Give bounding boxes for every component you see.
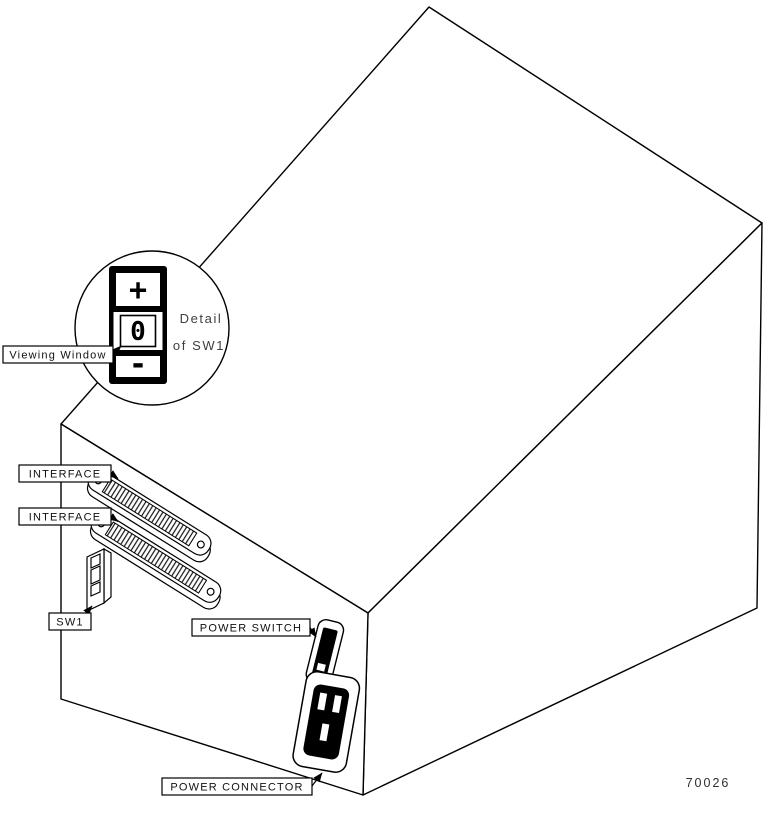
detail-caption-line2: of SW1 bbox=[173, 338, 225, 353]
power-connector-pin bbox=[319, 723, 330, 742]
label-interface-bottom: INTERFACE bbox=[18, 507, 119, 526]
label-power-connector: POWER CONNECTOR bbox=[161, 772, 323, 796]
detail-zero-glyph: 0 bbox=[130, 317, 146, 347]
interface-top-leader bbox=[108, 470, 119, 479]
power-switch-leader bbox=[307, 627, 317, 638]
viewing-window-box bbox=[2, 345, 114, 364]
sw1-minus-button bbox=[90, 581, 101, 597]
interface-bottom-box bbox=[18, 507, 112, 526]
sw1-switch bbox=[86, 547, 112, 612]
interface-top-label: INTERFACE bbox=[29, 469, 102, 481]
power-connector bbox=[292, 670, 361, 773]
sw1-label: SW1 bbox=[56, 617, 83, 629]
label-interface-top: INTERFACE bbox=[18, 464, 119, 483]
interface-connector-top bbox=[86, 469, 212, 563]
figure-number: 70026 bbox=[686, 776, 731, 790]
detail-minus-glyph: - bbox=[129, 347, 147, 382]
power-switch-box bbox=[191, 618, 311, 637]
interface-connector-bottom bbox=[89, 512, 222, 610]
viewing-window-leader bbox=[111, 345, 122, 356]
detail-plus-cell bbox=[116, 273, 160, 306]
detail-caption-line1: Detail bbox=[180, 311, 223, 326]
label-viewing-window: Viewing Window bbox=[2, 345, 122, 364]
sw1-detail-callout: + 0 - Detail of SW1 bbox=[74, 250, 230, 406]
power-switch-label: POWER SWITCH bbox=[200, 623, 302, 635]
label-sw1: SW1 bbox=[48, 605, 93, 631]
connector-screw-hole bbox=[206, 587, 215, 596]
sw1-window bbox=[90, 565, 101, 585]
sw1-side-face bbox=[103, 547, 112, 605]
connector-pin-field bbox=[104, 521, 208, 594]
sw1-leader bbox=[83, 605, 93, 616]
power-connector-box bbox=[161, 777, 313, 796]
power-switch-notch bbox=[316, 662, 326, 672]
detail-minus-cell bbox=[116, 356, 160, 377]
power-connector-label: POWER CONNECTOR bbox=[170, 782, 303, 794]
interface-top-box bbox=[18, 464, 112, 483]
sw1-plus-button bbox=[90, 553, 101, 569]
power-connector-pin bbox=[332, 695, 342, 714]
power-connector-pin bbox=[317, 692, 328, 711]
connector-pin-field bbox=[101, 478, 198, 547]
viewing-window-label: Viewing Window bbox=[9, 350, 106, 362]
connector-screw-hole bbox=[196, 540, 205, 549]
label-power-switch: POWER SWITCH bbox=[191, 618, 317, 638]
interface-bottom-leader bbox=[108, 513, 119, 522]
power-connector-leader bbox=[311, 772, 323, 787]
device-box bbox=[60, 6, 763, 796]
detail-plus-glyph: + bbox=[129, 273, 147, 308]
sw1-box bbox=[48, 612, 92, 631]
detail-window-frame bbox=[119, 314, 157, 348]
interface-bottom-label: INTERFACE bbox=[29, 512, 102, 524]
